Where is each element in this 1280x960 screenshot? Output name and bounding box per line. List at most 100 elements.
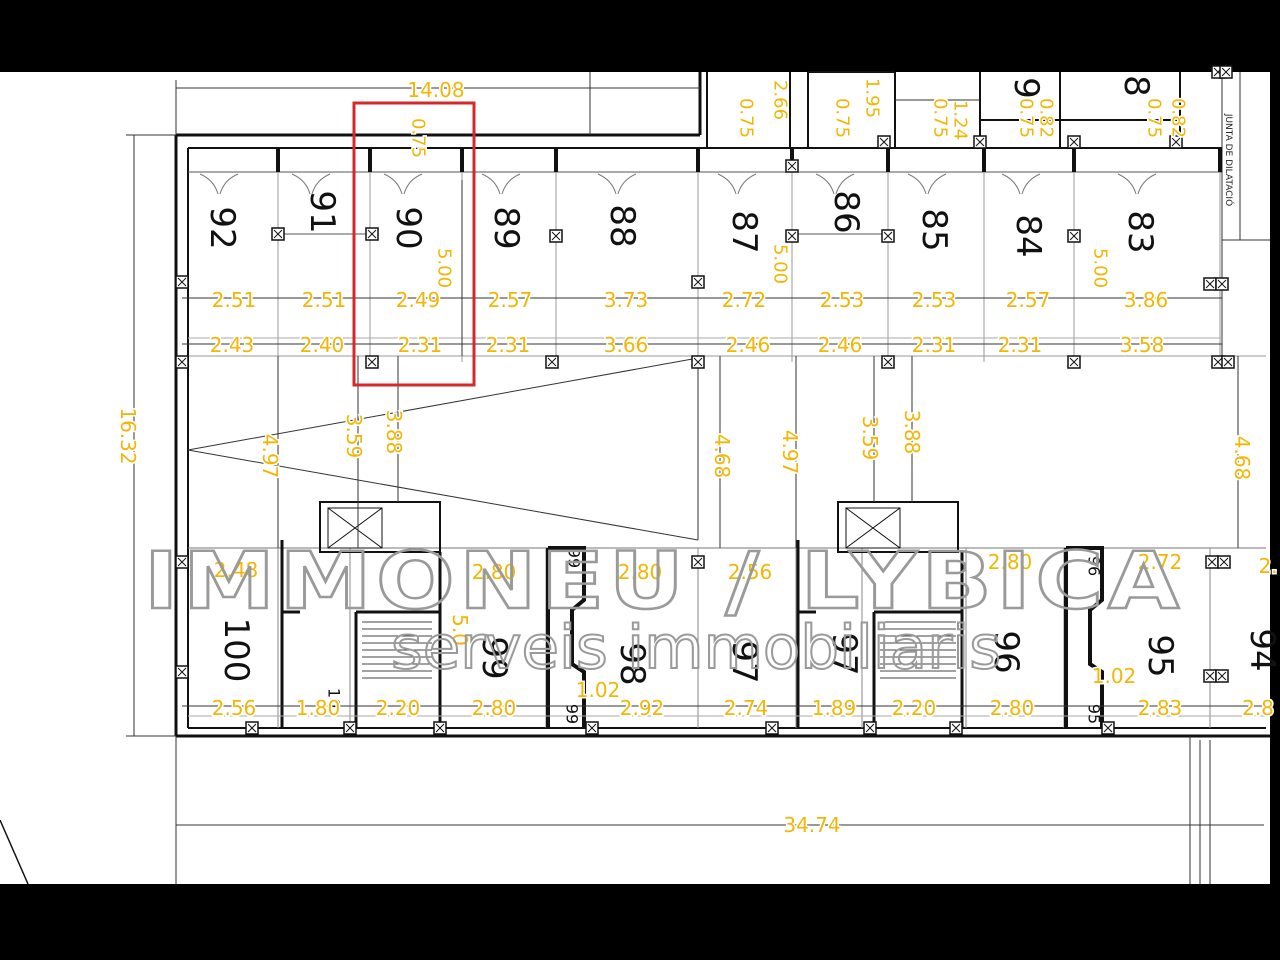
door-swing xyxy=(927,173,947,195)
column-marker-x xyxy=(865,723,875,733)
dim-vertical: 3.59 xyxy=(342,414,366,459)
unit-label-84: 84 xyxy=(1008,214,1048,257)
dim-total-width: 34.74 xyxy=(783,813,840,837)
dim-top-small: 0.75 xyxy=(1144,98,1165,138)
unit-label-83: 83 xyxy=(1120,210,1160,253)
dim-row1: 2.51 xyxy=(212,288,257,312)
column-marker-x xyxy=(1069,231,1079,241)
column-marker-x xyxy=(273,229,283,239)
unit-label-88: 88 xyxy=(602,204,642,247)
dim-row1: 2.57 xyxy=(488,288,533,312)
door-swing xyxy=(1021,173,1041,195)
walls-structure xyxy=(0,71,1270,885)
column-marker-x xyxy=(787,161,797,171)
unit-label-91: 91 xyxy=(302,190,342,233)
door-swing xyxy=(501,173,521,195)
expansion-joint-label: JUNTA DE DILATACIÓ xyxy=(1223,113,1235,206)
dim-top-small: 1.24 xyxy=(950,100,971,140)
dim-misc: 1.02 xyxy=(576,678,621,702)
dim-misc: 5.0 xyxy=(448,614,472,646)
dim-row3: 2.72 xyxy=(1138,550,1183,574)
column-marker-x xyxy=(693,557,703,567)
unit-label-97: 97 xyxy=(824,632,864,675)
column-marker-x xyxy=(1171,137,1181,147)
dim-row2: 2.43 xyxy=(210,333,255,357)
door-swing xyxy=(617,173,637,195)
unit-label-90: 90 xyxy=(388,206,428,249)
column-marker-x xyxy=(693,357,703,367)
column-marker-x xyxy=(345,723,355,733)
dim-vertical: 4.68 xyxy=(1230,436,1254,481)
unit-label-partial: 8 xyxy=(1116,75,1156,97)
dim-row2: 2.31 xyxy=(486,333,531,357)
column-marker-x xyxy=(367,229,377,239)
small-unit-label: 95 xyxy=(1085,704,1104,724)
dim-vertical: 4.97 xyxy=(258,434,282,479)
column-marker-x xyxy=(1103,723,1113,733)
unit-label-97: 97 xyxy=(724,640,764,683)
small-unit-label: 99 xyxy=(565,548,584,568)
stair-core xyxy=(796,540,964,728)
unit-label-86: 86 xyxy=(826,190,866,233)
highlighted-unit-90-frame xyxy=(352,101,476,387)
dim-row1: 3.86 xyxy=(1124,288,1169,312)
watermark-brand: IMMONEU / LYBICA xyxy=(144,537,1184,627)
door-swing xyxy=(383,173,403,195)
dim-row2: 2.40 xyxy=(300,333,345,357)
dim-top-small: 2.66 xyxy=(770,80,791,120)
door-swing xyxy=(219,173,239,195)
dim-highlight-depth: 5.00 xyxy=(434,248,455,288)
bottom-black-band xyxy=(0,884,1280,960)
dim-vertical: 4.97 xyxy=(778,430,802,475)
elevator-shaft xyxy=(845,507,901,549)
dim-row1: 2.57 xyxy=(1006,288,1051,312)
dim-row4: 2.80 xyxy=(990,696,1035,720)
column-marker-x xyxy=(879,137,889,147)
column-marker-x xyxy=(547,357,557,367)
door-swing xyxy=(717,173,737,195)
elevator-core xyxy=(837,501,959,553)
dim-row1: 3.73 xyxy=(604,288,649,312)
dim-depth: 5.00 xyxy=(770,244,791,284)
dim-highlight-top: 0.75 xyxy=(408,118,429,158)
column-marker-x xyxy=(587,723,597,733)
elevator-shaft xyxy=(327,507,383,549)
door-swing xyxy=(481,173,501,195)
dim-row2: 3.66 xyxy=(604,333,649,357)
stair-core xyxy=(280,540,442,728)
dim-row4: 2.8 xyxy=(1242,696,1274,720)
dim-row1: 2.49 xyxy=(396,288,441,312)
dim-row1: 2.51 xyxy=(302,288,347,312)
dim-top-small: 1.95 xyxy=(862,78,883,118)
dim-total-height: 16.32 xyxy=(116,407,140,464)
storage-block xyxy=(546,546,586,728)
column-marker-x xyxy=(883,231,893,241)
dim-row4: 2.92 xyxy=(620,696,665,720)
storage-block xyxy=(1064,546,1104,728)
dim-row1: 2.72 xyxy=(722,288,767,312)
unit-label-95: 95 xyxy=(1140,634,1180,677)
dim-row3: 2.56 xyxy=(728,560,773,584)
column-marker-x xyxy=(1207,557,1217,567)
unit-label-96: 96 xyxy=(986,630,1026,673)
right-black-band xyxy=(1270,72,1280,884)
column-marker-x xyxy=(177,357,187,367)
dim-top-small: 0.75 xyxy=(736,98,757,138)
dim-row1: 2.53 xyxy=(912,288,957,312)
door-swing xyxy=(1137,173,1157,195)
ramp-lines xyxy=(187,357,699,541)
column-marker-x xyxy=(951,723,961,733)
unit-label-85: 85 xyxy=(914,208,954,251)
column-marker-x xyxy=(1213,357,1223,367)
dim-top-small: 0.75 xyxy=(832,98,853,138)
door-swing xyxy=(907,173,927,195)
door-swing xyxy=(403,173,423,195)
column-marker-x xyxy=(1217,279,1227,289)
dim-top-small: 0.82 xyxy=(1168,98,1189,138)
column-marker-x xyxy=(1221,67,1231,77)
dim-vertical: 3.59 xyxy=(858,416,882,461)
column-marker-x xyxy=(1069,357,1079,367)
column-marker-x xyxy=(1205,671,1215,681)
